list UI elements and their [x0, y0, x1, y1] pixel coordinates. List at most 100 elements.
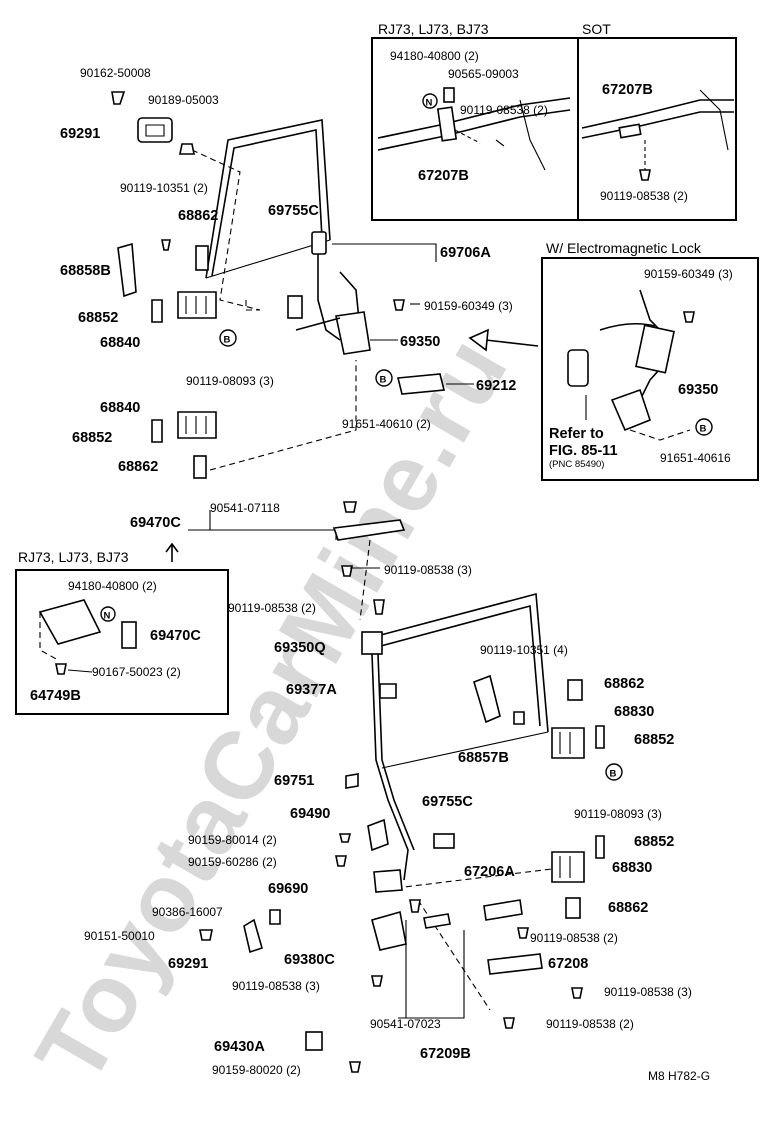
part-90119-10351-bolt: [161, 239, 171, 251]
electro-marker-b: [695, 418, 713, 436]
label-68830-a: 68830: [614, 704, 654, 720]
part-68857b-handle: [473, 674, 501, 724]
lower-dash-mid: [395, 867, 561, 889]
inset-rj73-sot: N RJ73, LJ73, BJ73 SOT 94180-40800 (2) 9…: [371, 21, 737, 221]
part-90386-bushing: [269, 909, 281, 925]
part-90167-screw: [55, 663, 67, 675]
part-68840-hinge-lower: [177, 411, 217, 439]
inset-marker-n: [422, 93, 438, 109]
inset-bolt-leader: [454, 129, 481, 144]
upper-door-belt: [205, 239, 331, 279]
refer-pnc-text: (PNC 85490): [549, 459, 604, 470]
lower-rod-main: [371, 653, 409, 881]
label-67208: 67208: [548, 956, 588, 972]
part-68852-c: [595, 725, 605, 749]
upper-dash-1: [245, 300, 260, 311]
part-69470c-rail: [332, 519, 406, 541]
label-67209b: 67209B: [420, 1046, 471, 1062]
part-69350q-latch: [361, 631, 383, 655]
label-68862-c: 68862: [604, 676, 644, 692]
part-90159-80014-screw: [338, 833, 352, 843]
part-90119-10351-4-bolt: [513, 711, 525, 725]
label-90159-60349-3: 90159-60349 (3): [424, 299, 513, 313]
label-90119-08538-sot: 90119-08538 (2): [600, 189, 688, 203]
arrow-head: [468, 328, 489, 352]
part-68830-hinge-upper: [551, 727, 585, 759]
label-69690: 69690: [268, 881, 308, 897]
label-90159-60286: 90159-60286 (2): [188, 855, 277, 869]
label-68862-a: 68862: [178, 208, 218, 224]
part-69377a-clip: [379, 683, 397, 699]
part-69751-clip: [345, 773, 359, 789]
label-68857b: 68857B: [458, 750, 509, 766]
upper-door-frame-inner: [211, 129, 323, 277]
part-69291-trim: [137, 117, 173, 143]
part-90159-80020-screw: [349, 1061, 361, 1073]
part-69755c-pad-lower: [433, 833, 455, 849]
part-90119-08538-2-screw-o: [503, 1017, 515, 1029]
handle-marker-b: [375, 369, 393, 387]
label-90119-08093-a: 90119-08093 (3): [186, 374, 274, 388]
inset-lower-header: RJ73, LJ73, BJ73: [18, 549, 129, 565]
label-90119-08538-3-low: 90119-08538 (3): [232, 979, 320, 993]
part-69470c-inset: [121, 621, 137, 649]
part-69430a-cover: [305, 1031, 323, 1051]
inset-lower-frame: [15, 569, 229, 715]
label-90541-07118: 90541-07118: [210, 501, 280, 515]
label-68862-d: 68862: [608, 900, 648, 916]
part-69350-lock: [335, 311, 371, 355]
inset-rj73-sot-frame: [371, 37, 737, 221]
inset-electro-frame: [541, 257, 759, 481]
footer-code: M8 H782-G: [648, 1069, 710, 1083]
upper-marker-b-label: B: [224, 335, 231, 346]
inset-roof-line-1: [377, 97, 571, 139]
label-90119-08538-2-o: 90119-08538 (2): [546, 1017, 634, 1031]
label-90119-10351-4: 90119-10351 (4): [480, 643, 568, 657]
inset-lower-dash: [39, 612, 59, 661]
label-67207b-inset: 67207B: [418, 168, 469, 184]
label-90541-07023: 90541-07023: [370, 1017, 441, 1031]
label-69430a: 69430A: [214, 1039, 265, 1055]
part-90162-screw: [111, 91, 126, 105]
upper-lock-rod: [317, 254, 341, 341]
lower-marker-n: [100, 606, 116, 622]
inset-bolt-90119: [495, 139, 505, 147]
upper-cable: [295, 317, 341, 331]
part-90119-08538-3-screw-r: [571, 987, 583, 999]
part-90159-60286-screw: [335, 855, 347, 867]
label-69291-top: 69291: [60, 126, 100, 142]
label-91651-40616: 91651-40616: [660, 451, 731, 465]
part-69490-lever: [367, 818, 389, 852]
electro-bracket: [610, 388, 651, 432]
part-68840-hinge-upper: [177, 291, 217, 319]
label-90189-05003: 90189-05003: [148, 93, 219, 107]
label-68852-c: 68852: [634, 732, 674, 748]
inset-marker-n-label: N: [426, 98, 433, 109]
electro-cable: [599, 322, 656, 331]
part-69291-inner: [145, 124, 165, 137]
leader-90167: [67, 669, 93, 673]
sot-pillar-line: [699, 89, 729, 151]
part-68852-pin-upper: [151, 299, 163, 323]
arrow-to-electro: [485, 339, 539, 347]
part-90119-screw-rail: [341, 565, 353, 577]
refer-fig-text: FIG. 85-11: [549, 443, 618, 459]
label-69350q: 69350Q: [274, 640, 326, 656]
part-67206a-bracket: [483, 899, 523, 921]
label-68862-b: 68862: [118, 459, 158, 475]
hinge-68830-lower-detail: [559, 856, 571, 878]
label-90159-80014: 90159-80014 (2): [188, 833, 277, 847]
inset-header-sot: SOT: [582, 21, 611, 37]
sot-roof-line-1: [581, 99, 734, 129]
inset-header-electro: W/ Electromagnetic Lock: [546, 240, 702, 256]
label-68852-b: 68852: [72, 430, 112, 446]
label-69291-low: 69291: [168, 956, 208, 972]
part-69706a-lock-cylinder: [311, 231, 327, 255]
part-68862-lower: [193, 455, 207, 479]
part-90541-07023: [409, 899, 421, 913]
part-67209b-bracket: [423, 913, 451, 929]
sot-bolt-90119: [639, 169, 651, 181]
label-68852-a: 68852: [78, 310, 118, 326]
label-94180-40800-lower: 94180-40800 (2): [68, 579, 157, 593]
part-69291-lower: [243, 918, 263, 954]
